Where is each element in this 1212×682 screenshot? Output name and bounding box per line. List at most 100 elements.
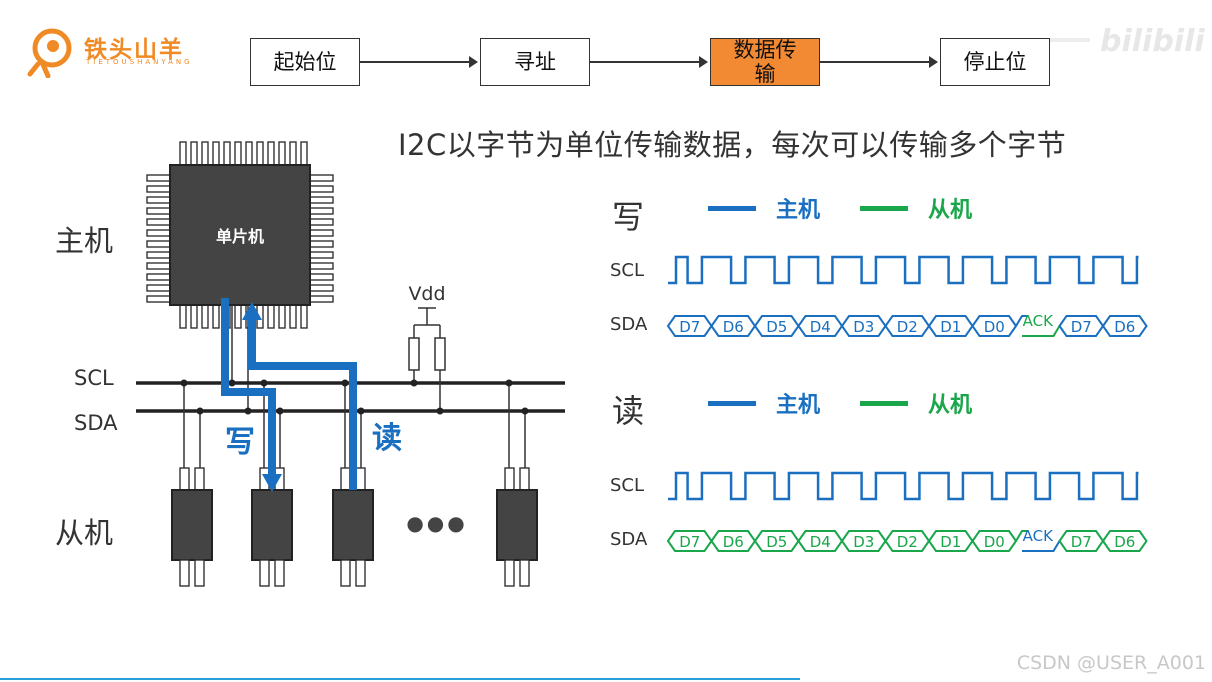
sda-bit-cell <box>1101 315 1148 337</box>
sda-release-edge <box>1015 315 1028 327</box>
junction-dot <box>276 407 284 415</box>
legend-slave-swatch <box>860 206 908 211</box>
vdd-label: Vdd <box>408 283 445 305</box>
mcu-pin <box>309 240 334 248</box>
mcu-pin <box>212 141 220 166</box>
sda-bit-label: D2 <box>897 533 918 551</box>
mcu-pin <box>309 273 334 281</box>
mcu-pin <box>267 304 275 329</box>
mcu-pin <box>309 295 334 303</box>
flow-arrow <box>590 56 708 68</box>
mcu-pin <box>278 304 286 329</box>
write-sda-label: SDA <box>610 314 648 335</box>
bus-sda-label: SDA <box>74 411 118 435</box>
mcu-pin <box>309 229 334 237</box>
mcu-pin <box>309 262 334 270</box>
slave-pin <box>340 467 351 491</box>
read-label: 读 <box>372 421 402 456</box>
slave-devices <box>171 379 538 587</box>
slave-chip <box>251 489 293 561</box>
junction-dot <box>196 407 204 415</box>
junction-dot <box>410 379 418 387</box>
read-path <box>248 314 357 490</box>
sda-bit-label: D5 <box>766 318 787 336</box>
sda-bit-label: D3 <box>853 318 874 336</box>
slave-pin <box>194 559 205 587</box>
sda-bit-label: D6 <box>1114 533 1135 551</box>
flow-step-label: 寻址 <box>514 50 556 74</box>
slave-pin <box>504 467 515 491</box>
mcu-pin <box>309 196 334 204</box>
goat-logo-icon <box>27 28 72 79</box>
mcu-pin <box>146 207 171 215</box>
mcu-pin <box>309 185 334 193</box>
slave-pin <box>355 559 366 587</box>
mcu-pin <box>223 141 231 166</box>
junction-dot <box>436 407 444 415</box>
write-timing-title: 写 <box>612 198 645 236</box>
slave-chip <box>332 489 374 561</box>
bus-scl-label: SCL <box>74 366 114 390</box>
headline: I2C以字节为单位传输数据，每次可以传输多个字节 <box>398 128 1067 162</box>
bilibili-text: bilibili <box>1100 24 1205 59</box>
slave-pin <box>259 559 270 587</box>
mcu-pin <box>146 273 171 281</box>
sda-bit-label: D6 <box>723 318 744 336</box>
mcu-pin <box>146 251 171 259</box>
slave-pin <box>519 559 530 587</box>
sda-bit-label: D2 <box>897 318 918 336</box>
flow-step-label: 停止位 <box>963 50 1027 74</box>
sda-bit-label: D0 <box>984 318 1005 336</box>
write-scl-label: SCL <box>610 260 645 281</box>
legend-master-swatch <box>708 401 756 406</box>
mcu-pin <box>309 174 334 182</box>
mcu-label: 单片机 <box>216 227 264 246</box>
read-sda-label: SDA <box>610 529 648 550</box>
brand-name: 铁头山羊 <box>84 37 184 63</box>
junction-dot <box>521 407 529 415</box>
sda-bit-label: D7 <box>1071 533 1092 551</box>
mcu-pin <box>146 240 171 248</box>
mcu-pin <box>146 262 171 270</box>
flow-step-address: 寻址 <box>480 38 590 86</box>
mcu-pin <box>146 174 171 182</box>
scl-wave-line <box>668 471 1139 501</box>
read-scl-label: SCL <box>610 475 645 496</box>
sda-ack-low <box>1022 540 1061 552</box>
junction-dot <box>228 379 236 387</box>
mcu-pin <box>201 304 209 329</box>
legend-slave-label: 从机 <box>928 393 973 418</box>
sda-bit-label: D0 <box>984 533 1005 551</box>
read-scl-waveform <box>668 471 1139 501</box>
sda-bit-label: D7 <box>679 318 700 336</box>
mcu-pin <box>234 141 242 166</box>
sda-bit-label: D4 <box>810 318 831 336</box>
junction-dot <box>505 379 513 387</box>
mcu-pin <box>146 229 171 237</box>
sda-bit-label: D6 <box>723 533 744 551</box>
read-arrow-head <box>242 302 262 320</box>
sda-bit-label: D1 <box>940 533 961 551</box>
mcu-pin <box>256 141 264 166</box>
sda-bit-label: D7 <box>679 533 700 551</box>
flow-arrow <box>820 56 938 68</box>
mcu-pin <box>309 207 334 215</box>
junction-dot <box>180 379 188 387</box>
sda-bit-label: D7 <box>1071 318 1092 336</box>
flow-step-label: 数据传 输 <box>733 38 797 86</box>
mcu-pin <box>146 218 171 226</box>
slave-chip <box>171 489 213 561</box>
mcu-pin <box>179 304 187 329</box>
mcu-pin <box>234 304 242 329</box>
sda-bit-label: D5 <box>766 533 787 551</box>
sda-bit-label: D4 <box>810 533 831 551</box>
mcu-pin <box>300 141 308 166</box>
write-path <box>221 298 276 480</box>
junction-dot <box>341 379 349 387</box>
sda-bit-label: ACK <box>1023 312 1054 330</box>
brand-logo: 铁头山羊 TIETOUSHANYANG <box>26 26 206 79</box>
slave-pin <box>179 467 190 491</box>
write-label: 写 <box>225 425 255 460</box>
